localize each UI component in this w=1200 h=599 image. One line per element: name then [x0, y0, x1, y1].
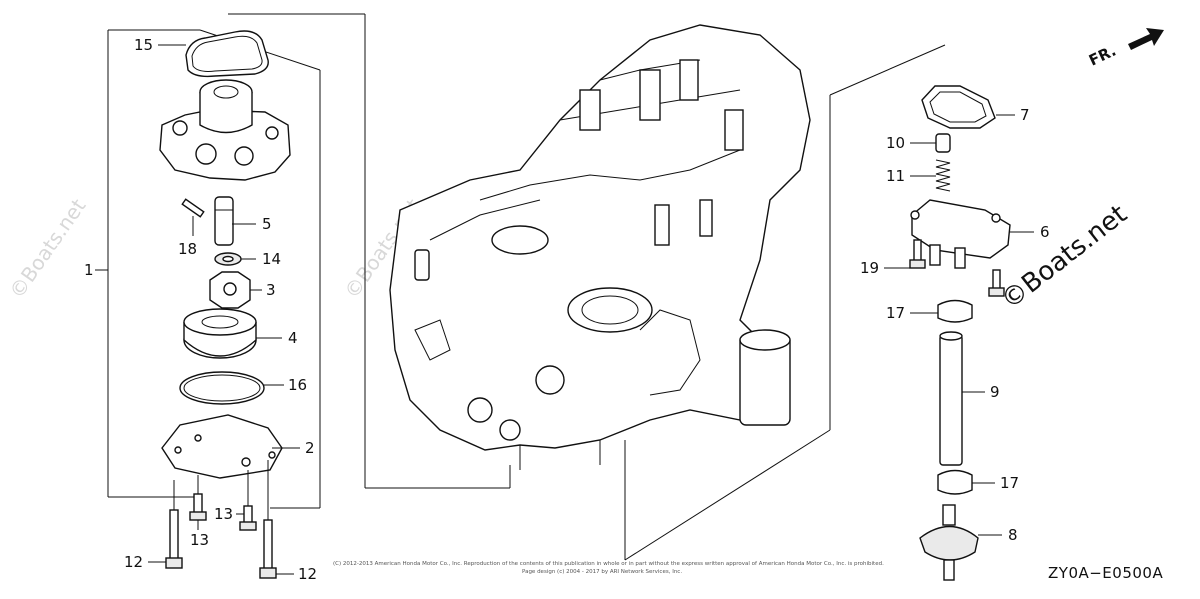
fr-label: FR. [1086, 42, 1119, 70]
bolt-19 [909, 239, 926, 269]
callout-7: 7 [1020, 106, 1030, 124]
copyright-line-2: Page design (c) 2004 - 2017 by ARI Netwo… [522, 569, 682, 575]
callout-5: 5 [262, 215, 272, 233]
cover-6 [910, 199, 1011, 269]
callout-2: 2 [305, 439, 315, 457]
callout-4: 4 [288, 329, 298, 347]
callout-6: 6 [1040, 223, 1050, 241]
filter-8 [919, 504, 979, 581]
cover-plate-2 [161, 414, 283, 479]
callout-11: 11 [886, 167, 905, 185]
outer-rotor-4 [183, 308, 257, 359]
watermark-right: ©Boats.net [996, 199, 1133, 315]
bolt-13-right [239, 505, 257, 531]
seal-14 [214, 252, 242, 266]
leader-lines [148, 44, 1034, 575]
o-ring-16 [179, 371, 265, 405]
callout-15: 15 [134, 36, 153, 54]
callout-10: 10 [886, 134, 905, 152]
pin-18 [181, 198, 205, 218]
callout-8: 8 [1008, 526, 1018, 544]
engine-block [389, 24, 811, 470]
spring-11 [935, 159, 951, 192]
callout-19: 19 [860, 259, 879, 277]
clamp-17-lower [937, 469, 973, 495]
diagram-code: ZY0A−E0500A [1048, 564, 1163, 582]
fastener-guide-lines [173, 460, 269, 520]
hose-9 [939, 331, 963, 466]
callout-9: 9 [990, 383, 1000, 401]
engine-bracket [228, 13, 511, 489]
callout-3: 3 [266, 281, 276, 299]
shaft-5 [214, 196, 234, 246]
gasket-7 [921, 85, 996, 129]
callout-17-upper: 17 [886, 304, 905, 322]
callout-16: 16 [288, 376, 307, 394]
callout-13-right: 13 [214, 505, 233, 523]
callout-13-left: 13 [190, 531, 209, 549]
right-bracket [624, 44, 946, 561]
watermark-left: ©Boats.net [4, 194, 90, 303]
callout-18: 18 [178, 240, 197, 258]
front-arrow-icon [1128, 28, 1164, 50]
copyright-line-1: (C) 2012-2013 American Honda Motor Co., … [333, 561, 884, 567]
bolt-12-right [259, 519, 277, 579]
callout-12-right: 12 [298, 565, 317, 583]
bolt-13-left [189, 493, 207, 521]
clamp-17-upper [937, 299, 973, 323]
bolt-12-left [165, 509, 183, 569]
callout-17-lower: 17 [1000, 474, 1019, 492]
inner-rotor-3 [209, 271, 251, 309]
front-direction-indicator: FR. [1086, 28, 1164, 70]
callout-1: 1 [84, 261, 94, 279]
valve-10 [935, 133, 951, 153]
bolt-6 [988, 269, 1005, 297]
callout-14: 14 [262, 250, 281, 268]
callout-labels: 15 1 5 18 14 3 4 16 2 13 13 12 12 7 10 1… [84, 36, 1050, 583]
callout-12-left: 12 [124, 553, 143, 571]
oil-pump-body [159, 79, 291, 181]
